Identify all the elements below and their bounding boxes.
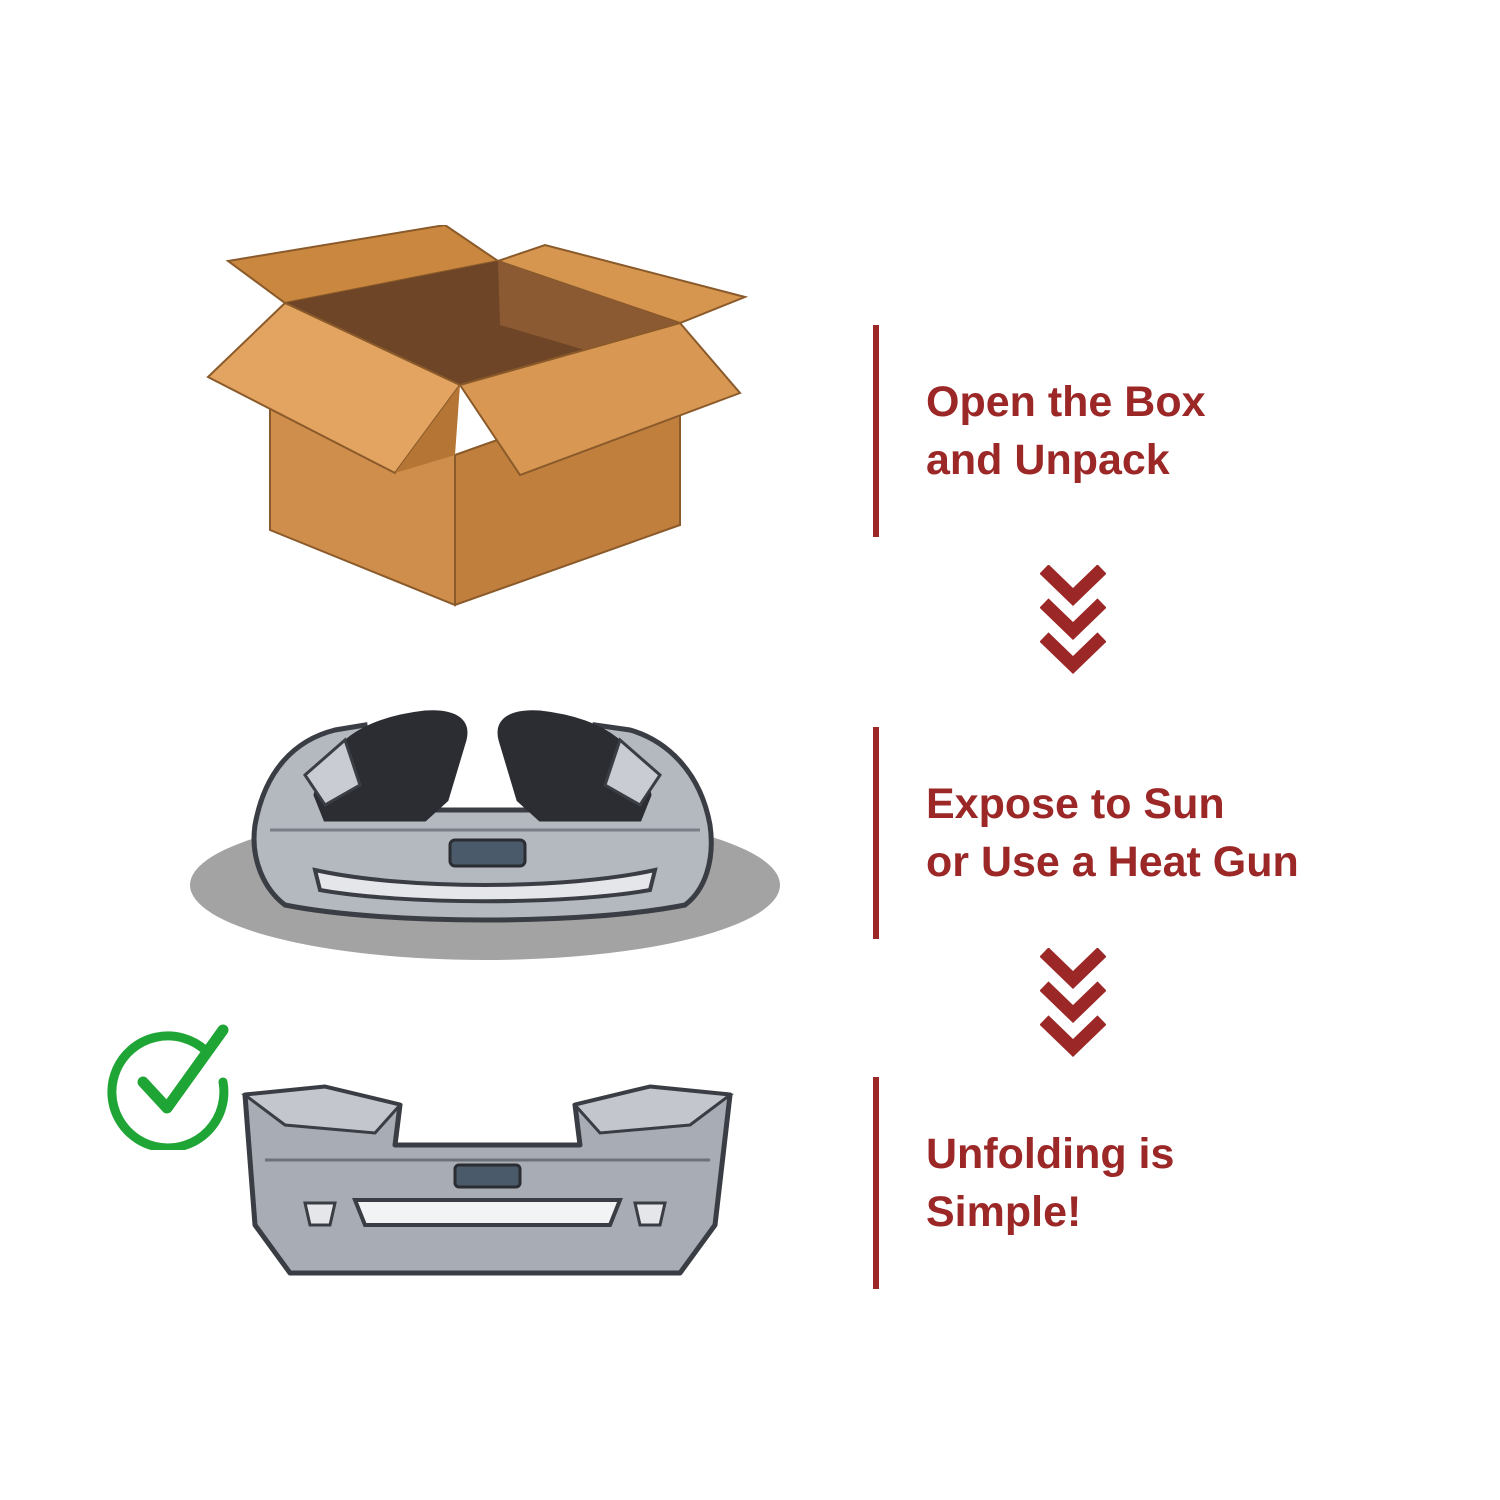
step-label: Expose to Sun or Use a Heat Gun xyxy=(926,775,1299,891)
step-label-line-2: or Use a Heat Gun xyxy=(926,838,1299,886)
folded-bumper-plate xyxy=(448,838,527,868)
unfolded-bumper-icon xyxy=(241,1084,734,1276)
folded-bumper-icon xyxy=(190,710,780,960)
unfolded-bumper-right-wing xyxy=(572,1085,734,1135)
step-label-line-1: Open the Box xyxy=(926,378,1206,426)
box-front-flap-right xyxy=(458,321,742,477)
unfolded-bumper-fog-right xyxy=(633,1201,667,1227)
step-divider-bar xyxy=(873,1077,879,1289)
folded-bumper-right-corner xyxy=(603,737,662,807)
box-front-flap-inner xyxy=(395,385,460,473)
folded-bumper-left-corner xyxy=(303,737,362,807)
unfolded-bumper-left-wing xyxy=(241,1085,403,1135)
triple-chevron-down-icon xyxy=(1040,565,1106,675)
box-back-flap-right xyxy=(494,243,749,325)
triple-chevron-down-icon xyxy=(1040,948,1106,1058)
step-label-line-2: Simple! xyxy=(926,1188,1082,1236)
unfolded-bumper-fog-left xyxy=(303,1201,337,1227)
step-label: Open the Box and Unpack xyxy=(926,373,1206,489)
step-unfold: Unfolding is Simple! xyxy=(873,1077,1433,1289)
check-circle-arc xyxy=(107,1031,229,1150)
step-label: Unfolding is Simple! xyxy=(926,1125,1174,1241)
check-circle-icon xyxy=(107,1024,229,1150)
step-expose-heat: Expose to Sun or Use a Heat Gun xyxy=(873,727,1433,939)
step-open-box: Open the Box and Unpack xyxy=(873,325,1433,537)
step-label-line-2: and Unpack xyxy=(926,436,1170,484)
check-mark xyxy=(137,1024,229,1114)
unfolded-bumper-lower-grille xyxy=(352,1198,623,1227)
open-cardboard-box-icon xyxy=(206,225,749,607)
step-divider-bar xyxy=(873,727,879,939)
step-label-line-1: Expose to Sun xyxy=(926,780,1225,828)
folded-bumper-lower-grille xyxy=(312,867,658,904)
step-label-line-1: Unfolding is xyxy=(926,1130,1175,1178)
step-divider-bar xyxy=(873,325,879,537)
unfolded-bumper-plate xyxy=(453,1163,522,1189)
